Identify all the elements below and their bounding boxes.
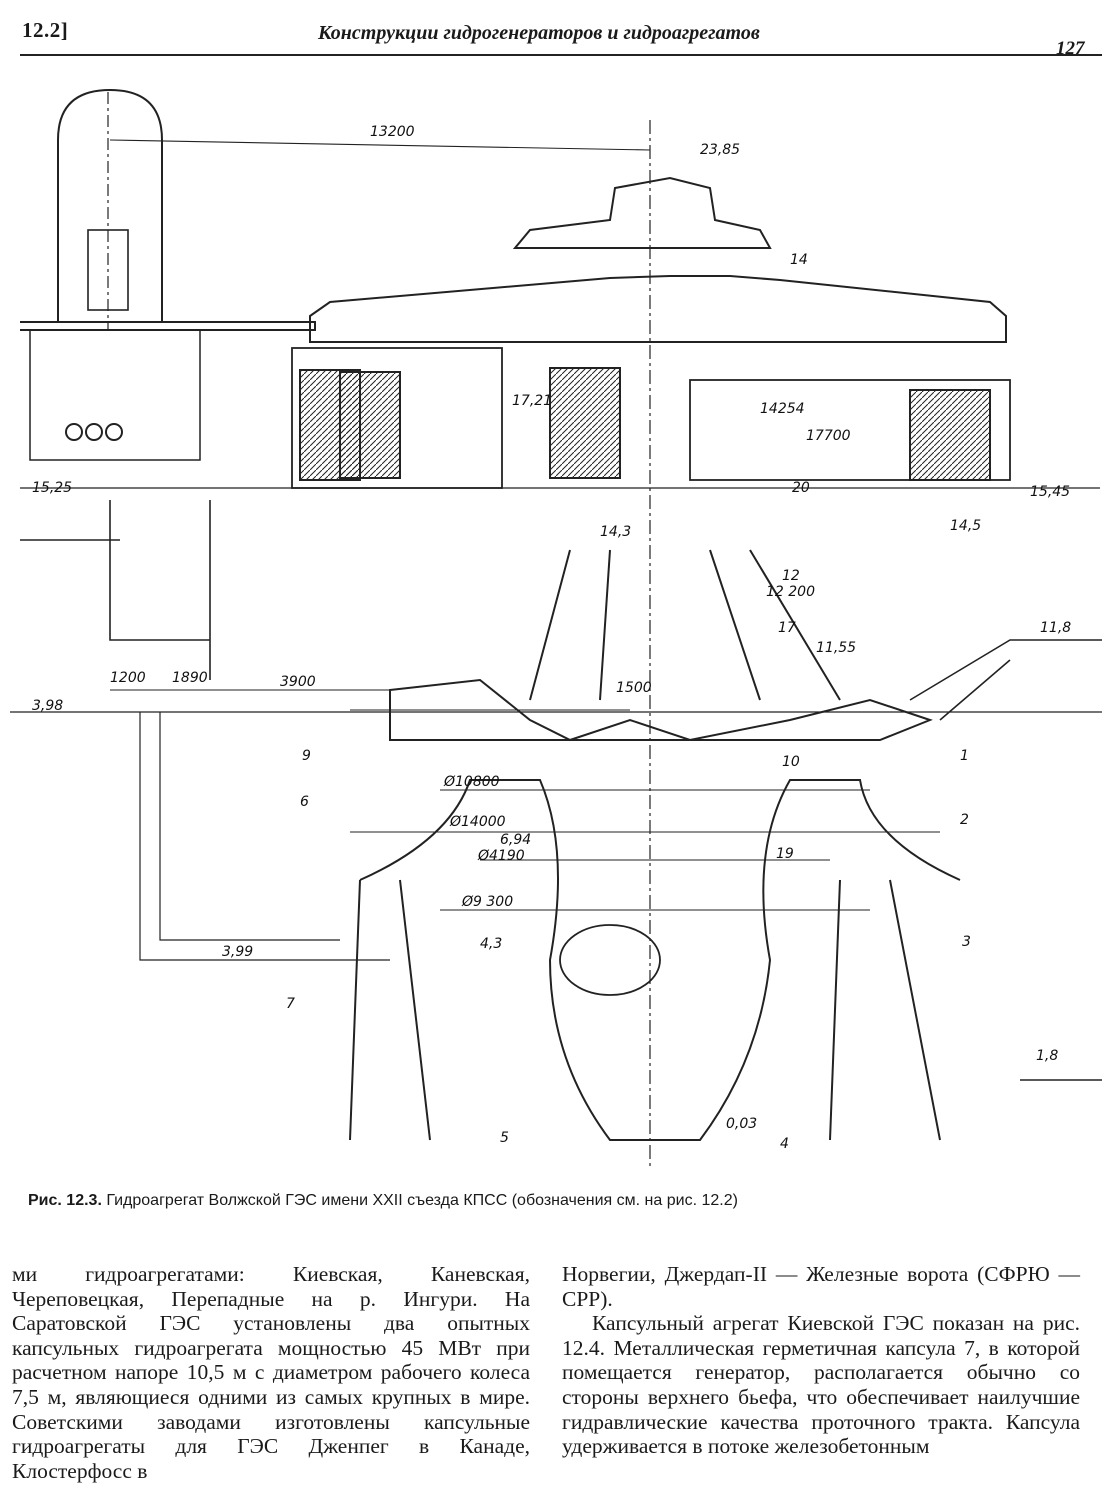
- dim-3900: 3900: [280, 674, 316, 690]
- elev-11-8: 11,8: [1040, 620, 1071, 636]
- dim-12200: 12 200: [766, 584, 815, 600]
- callout-17: 17: [778, 620, 796, 636]
- right-paragraph-1: Норвегии, Джердап-II — Железные ворота (…: [562, 1262, 1080, 1311]
- right-stepped-wall: [909, 639, 1102, 721]
- figure-caption: Рис. 12.3. Гидроагрегат Волжской ГЭС име…: [28, 1192, 1088, 1210]
- runner-hub: [559, 924, 661, 996]
- callout-20: 20: [792, 480, 810, 496]
- dim-d9300: Ø9 300: [461, 894, 513, 910]
- callout-2: 2: [960, 812, 969, 828]
- elev-11-55: 11,55: [816, 640, 856, 656]
- callout-9: 9: [302, 748, 311, 764]
- draft-right: [829, 879, 941, 1141]
- elev-3-99: 3,99: [222, 944, 253, 960]
- spiral-case: [359, 779, 961, 1141]
- page-header: 12.2] Конструкции гидрогенераторов и гид…: [0, 0, 1112, 70]
- stay-ring: [389, 678, 933, 742]
- dim-13200: 13200: [370, 124, 415, 140]
- callout-3: 3: [962, 934, 971, 950]
- elev-3-98: 3,98: [32, 698, 63, 714]
- callout-6: 6: [300, 794, 309, 810]
- dim-1200: 1200: [110, 670, 146, 686]
- page-number: 127: [1056, 38, 1085, 59]
- dim-1890: 1890: [172, 670, 208, 686]
- dim-17700: 17700: [806, 428, 851, 444]
- dim-d14000: Ø14000: [449, 814, 506, 830]
- elev-14-5: 14,5: [950, 518, 981, 534]
- callout-10: 10: [782, 754, 800, 770]
- left-paragraph: ми гидроагрегатами: Киевская, Каневская,…: [12, 1262, 530, 1483]
- elev-14-3: 14,3: [600, 524, 631, 540]
- right-column: Норвегии, Джердап-II — Железные ворота (…: [562, 1262, 1080, 1459]
- elev-0-03: 0,03: [726, 1116, 757, 1132]
- callout-14: 14: [790, 252, 808, 268]
- dim-1500: 1500: [616, 680, 652, 696]
- elev-15-45: 15,45: [1030, 484, 1070, 500]
- callout-7: 7: [286, 996, 295, 1012]
- elev-17-21: 17,21: [512, 393, 552, 409]
- callout-19: 19: [776, 846, 794, 862]
- elev-6-94: 6,94: [500, 832, 531, 848]
- header-rule: [20, 54, 1102, 56]
- dim-14254: 14254: [760, 401, 805, 417]
- oil-tank: [57, 88, 163, 322]
- elev-15-25: 15,25: [32, 480, 72, 496]
- hydro-unit-drawing: 13200 1200 1890 3900 1500 14254 17700 12…: [10, 88, 1102, 1170]
- dim-d4190: Ø4190: [477, 848, 525, 864]
- section-number: 12.2]: [22, 18, 69, 42]
- elev-1-8: 1,8: [1036, 1048, 1058, 1064]
- elev-4-3: 4,3: [480, 936, 502, 952]
- draft-left: [349, 879, 431, 1141]
- dim-d10800: Ø10800: [443, 774, 500, 790]
- elev-23-85: 23,85: [700, 142, 740, 158]
- callout-5: 5: [500, 1130, 509, 1146]
- callout-1: 1: [960, 748, 969, 764]
- control-cabinet: [87, 229, 129, 311]
- figure-caption-text: Гидроагрегат Волжской ГЭС имени XXII съе…: [106, 1192, 738, 1209]
- right-paragraph-2: Капсульный агрегат Киевской ГЭС показан …: [562, 1311, 1080, 1459]
- left-column: ми гидроагрегатами: Киевская, Каневская,…: [12, 1262, 530, 1483]
- upper-floor-left: [20, 321, 316, 331]
- generator-cover: [309, 275, 1007, 343]
- callout-12: 12: [782, 568, 800, 584]
- callout-4: 4: [780, 1136, 789, 1152]
- running-title: Конструкции гидрогенераторов и гидроагре…: [318, 22, 760, 44]
- figure-label: Рис. 12.3.: [28, 1192, 102, 1209]
